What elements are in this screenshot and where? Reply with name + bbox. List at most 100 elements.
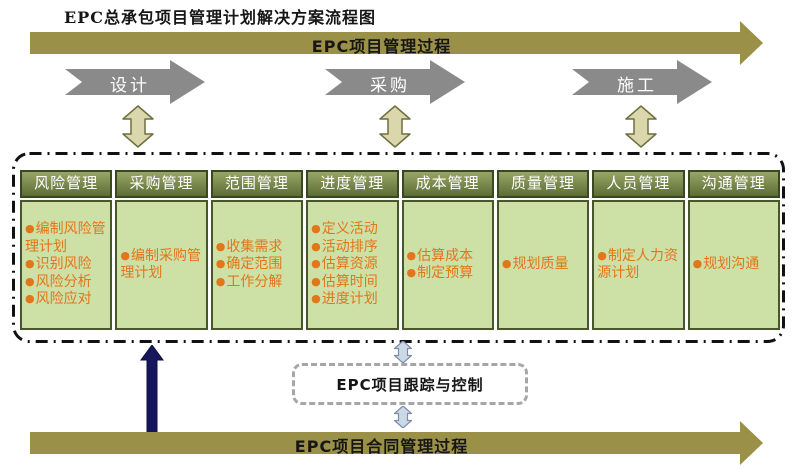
column-item-label: 活动排序	[321, 238, 378, 255]
column-body: ●收集需求●确定范围●工作分解	[210, 200, 304, 330]
column-header: 成本管理	[401, 170, 494, 198]
bullet-icon: ●	[406, 266, 417, 279]
page-title: EPC总承包项目管理计划解决方案流程图	[64, 8, 376, 27]
bullet-icon: ●	[120, 248, 130, 262]
bottom-process-arrow: EPC项目合同管理过程	[30, 421, 763, 465]
phase-arrow-procurement-label: 采购	[370, 76, 410, 96]
management-column: 成本管理●估算成本●制定预算	[401, 170, 494, 330]
dash-dot-border	[12, 152, 785, 343]
bullet-icon: ●	[501, 257, 512, 271]
column-item: ●定义活动	[311, 221, 393, 239]
column-item: ●收集需求	[216, 239, 298, 257]
column-header: 风险管理	[20, 170, 113, 198]
notched-right-arrow-icon	[65, 60, 205, 104]
bullet-icon: ●	[25, 222, 35, 236]
column-item: ●估算时间	[311, 274, 393, 292]
column-body: ●规划沟通	[687, 200, 780, 330]
column-item-label: 确定范围	[226, 256, 283, 273]
feedback-up-arrow-icon	[140, 344, 164, 434]
phase-arrow-procurement: 采购	[325, 60, 465, 104]
management-column: 进度管理●定义活动●活动排序●估算资源●估算时间●进度计划	[306, 170, 399, 330]
management-column: 采购管理 ●编制采购管理计划	[115, 170, 208, 330]
column-body: ●估算成本●制定预算	[401, 200, 494, 330]
column-header: 沟通管理	[687, 170, 780, 198]
up-down-arrow-icon	[378, 105, 412, 148]
column-item: ●活动排序	[311, 239, 393, 257]
bullet-icon: ●	[311, 257, 321, 271]
management-column: 人员管理 ●制定人力资源计划	[592, 170, 685, 330]
column-body: ●编制采购管理计划	[115, 200, 208, 330]
column-item-label: 估算时间	[321, 273, 378, 290]
columns-row: 风险管理●编制风险管理计划●识别风险●风险分析●风险应对采购管理●编制采购管理计…	[20, 170, 780, 330]
bullet-icon: ●	[25, 274, 35, 288]
bullet-icon: ●	[311, 274, 321, 288]
notched-right-arrow-icon	[325, 60, 465, 104]
column-item-label: 工作分解	[226, 273, 283, 290]
bullet-icon: ●	[215, 239, 226, 253]
column-item: ●制定预算	[407, 265, 489, 283]
column-body: ●定义活动●活动排序●估算资源●估算时间●进度计划	[306, 200, 399, 330]
bullet-icon: ●	[25, 257, 35, 271]
column-item: ●识别风险	[25, 256, 107, 274]
bottom-process-arrow-label: EPC项目合同管理过程	[294, 437, 469, 456]
column-item: ●编制采购管理计划	[120, 248, 202, 283]
tracking-control-box: EPC项目跟踪与控制	[292, 363, 528, 405]
phase-arrow-construction: 施工	[572, 60, 712, 104]
phase-arrow-design-label: 设计	[110, 76, 150, 96]
management-column: 沟通管理 ●规划沟通	[687, 170, 780, 330]
bullet-icon: ●	[406, 248, 417, 262]
tracking-control-label: EPC项目跟踪与控制	[336, 375, 484, 394]
column-item-label: 制定人力资源计划	[597, 247, 678, 282]
planning-dashed-container	[12, 152, 785, 343]
management-column: 质量管理 ●规划质量	[496, 170, 590, 330]
top-process-arrow-label: EPC项目管理过程	[311, 37, 452, 56]
phase-arrow-design: 设计	[65, 60, 205, 104]
bullet-icon: ●	[311, 222, 321, 236]
column-body: ●制定人力资源计划	[592, 200, 685, 330]
column-item: ●进度计划	[311, 291, 393, 309]
management-column: 范围管理●收集需求●确定范围●工作分解	[210, 170, 304, 330]
column-item-label: 制定预算	[417, 265, 474, 281]
right-arrow-icon	[30, 21, 763, 65]
column-item-label: 识别风险	[35, 256, 92, 273]
column-item-label: 收集需求	[226, 238, 283, 255]
column-item-label: 编制采购管理计划	[120, 247, 201, 282]
column-header: 采购管理	[115, 170, 208, 198]
notched-right-arrow-icon	[572, 60, 712, 104]
column-header: 进度管理	[306, 170, 399, 198]
top-process-arrow: EPC项目管理过程	[30, 21, 763, 65]
column-body: ●规划质量	[496, 200, 590, 330]
phase-arrow-construction-label: 施工	[617, 76, 657, 96]
column-header: 人员管理	[592, 170, 685, 198]
column-item: ●确定范围	[216, 256, 298, 274]
column-item: ●编制风险管理计划	[25, 221, 107, 256]
column-item-label: 风险应对	[35, 291, 92, 308]
column-header: 质量管理	[496, 170, 590, 198]
column-item-label: 定义活动	[321, 221, 378, 238]
bullet-icon: ●	[25, 292, 35, 306]
small-up-down-arrow-icon	[393, 340, 413, 364]
column-item: ●工作分解	[216, 274, 298, 292]
bullet-icon: ●	[597, 248, 607, 262]
column-item-label: 编制风险管理计划	[25, 221, 106, 255]
column-item-label: 规划沟通	[703, 256, 760, 273]
up-down-arrow-icon	[121, 105, 155, 148]
column-header: 范围管理	[210, 170, 304, 198]
column-item: ●风险分析	[25, 274, 107, 292]
column-item-label: 规划质量	[512, 256, 569, 273]
column-item-label: 估算成本	[417, 247, 474, 264]
bullet-icon: ●	[692, 257, 703, 271]
column-item-label: 风险分析	[35, 273, 92, 290]
column-item: ●规划沟通	[693, 256, 775, 274]
bullet-icon: ●	[215, 257, 226, 271]
column-item: ●规划质量	[502, 256, 584, 274]
small-up-down-arrow-icon	[393, 405, 413, 429]
bullet-icon: ●	[311, 239, 321, 253]
column-item: ●估算成本	[407, 248, 489, 266]
column-item: ●制定人力资源计划	[597, 248, 679, 283]
column-item-label: 估算资源	[321, 256, 378, 273]
bullet-icon: ●	[311, 292, 321, 306]
bullet-icon: ●	[215, 274, 226, 288]
column-item: ●风险应对	[25, 291, 107, 309]
